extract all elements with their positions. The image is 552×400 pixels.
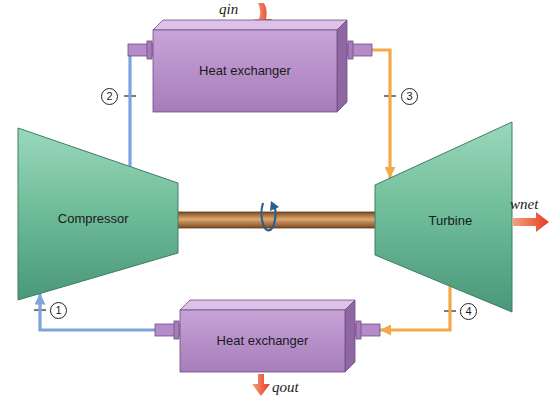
compressor-body [18, 128, 178, 300]
pipe-flange [147, 41, 152, 59]
heat-out-label: qout [272, 379, 299, 396]
box-side-face [337, 20, 347, 112]
work-out-label: wnet [510, 196, 538, 213]
heat-out-arrow [252, 374, 270, 396]
node-text: Heat exchanger [199, 64, 291, 79]
box-top-face [153, 20, 347, 30]
node-text: Heat exchanger [217, 334, 309, 349]
node-text: Compressor [58, 212, 129, 227]
rotation-arrowhead [270, 201, 279, 211]
flow-line [40, 294, 155, 330]
compressor: Compressor [18, 128, 178, 300]
flow-line [128, 50, 130, 167]
heat-in-label: qin [219, 1, 238, 18]
callout-number: 4 [460, 303, 477, 320]
box-front-face [153, 30, 337, 112]
work-out-arrow [513, 212, 549, 232]
box-side-face [345, 300, 355, 372]
turbine-body [375, 122, 512, 312]
heat-exchanger: Heat exchanger [155, 300, 380, 372]
box-top-face [180, 300, 355, 310]
pipe-flange [348, 41, 353, 59]
callout-number: 3 [401, 88, 418, 105]
heat-exchanger: Heat exchanger [128, 20, 372, 112]
flow-line [372, 50, 390, 178]
callout-number: 1 [50, 302, 67, 319]
box-front-face [180, 310, 345, 372]
pipe-flange [174, 321, 179, 339]
callout-number: 2 [101, 88, 118, 105]
pipe-flange [356, 321, 361, 339]
node-text: Turbine [429, 213, 473, 228]
turbine: Turbine [375, 122, 512, 312]
flow-line [380, 286, 450, 330]
